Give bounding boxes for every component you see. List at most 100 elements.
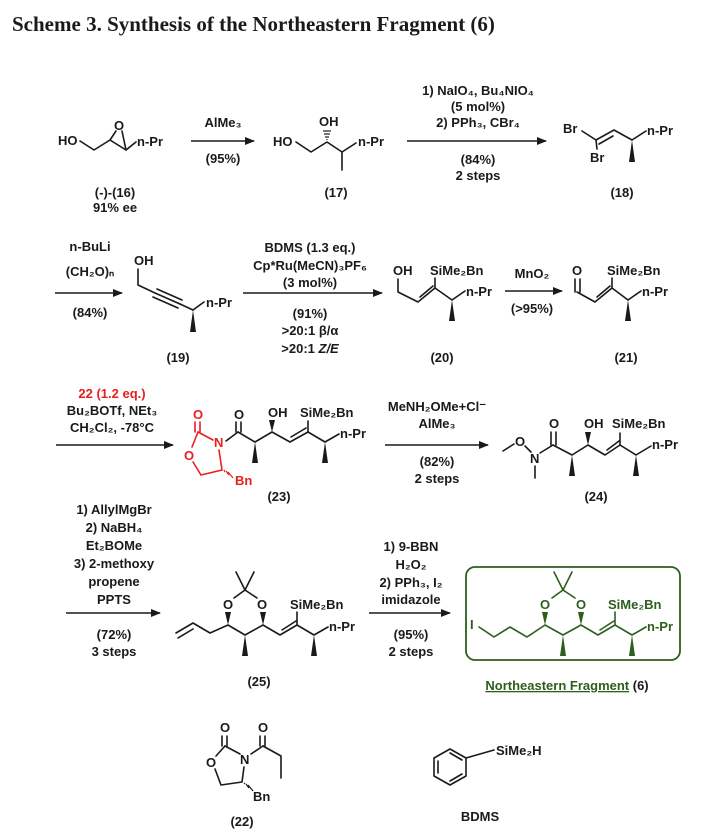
atom-label: SiMe₂Bn xyxy=(300,405,354,420)
atom-label: N xyxy=(530,451,539,466)
yield: (84%) xyxy=(461,152,496,167)
compound-22: O O N O Bn (22) xyxy=(206,720,282,829)
yield: (95%) xyxy=(206,151,241,166)
compound-23: O O N Bn O OH SiMe₂Bn n-Pr (23) xyxy=(184,405,366,504)
step-count: 2 steps xyxy=(456,168,501,183)
target-box xyxy=(465,566,681,661)
reagent-22: 22 (1.2 eq.) xyxy=(78,386,145,401)
compound-19: OH n-Pr (19) xyxy=(134,253,232,365)
reagent: AlMe₃ xyxy=(204,115,241,130)
atom-label: n-Pr xyxy=(358,134,384,149)
reagent: Cp*Ru(MeCN)₃PF₆ xyxy=(253,258,367,273)
atom-label: OH xyxy=(584,416,604,431)
compound-label: (25) xyxy=(247,674,270,689)
atom-label: Br xyxy=(563,121,577,136)
yield: (72%) xyxy=(97,627,132,642)
reagent: 1) 9-BBN xyxy=(384,539,439,554)
reagent: (CH₂O)ₙ xyxy=(66,264,115,279)
atom-label: n-Pr xyxy=(137,134,163,149)
compound-label: (22) xyxy=(230,814,253,829)
compound-16: HO O n-Pr (-)-(16) 91% ee xyxy=(58,118,163,215)
atom-label: O xyxy=(223,597,233,612)
reagent: Bu₂BOTf, NEt₃ xyxy=(67,403,158,418)
step-2: 1) NaIO₄, Bu₄NIO₄ (5 mol%) 2) PPh₃, CBr₄… xyxy=(407,83,547,183)
reagent: (5 mol%) xyxy=(451,99,505,114)
compound-label: (21) xyxy=(614,350,637,365)
atom-label: n-Pr xyxy=(647,619,673,634)
atom-label: SiMe₂Bn xyxy=(612,416,666,431)
atom-label: n-Pr xyxy=(340,426,366,441)
atom-label: SiMe₂H xyxy=(496,743,542,758)
step-6: 22 (1.2 eq.) Bu₂BOTf, NEt₃ CH₂Cl₂, -78°C xyxy=(56,386,174,449)
step-count: 2 steps xyxy=(415,471,460,486)
reagent: (3 mol%) xyxy=(283,275,337,290)
reagent: MnO₂ xyxy=(515,266,550,281)
scheme-title: Scheme 3. Synthesis of the Northeastern … xyxy=(12,12,495,36)
step-7: MeNH₂OMe+Cl⁻ AlMe₃ (82%) 2 steps xyxy=(385,399,489,486)
step-count: 3 steps xyxy=(92,644,137,659)
atom-label: O xyxy=(184,448,194,463)
atom-label: O xyxy=(193,407,203,422)
compound-label: (18) xyxy=(610,185,633,200)
step-1: AlMe₃ (95%) xyxy=(191,115,255,166)
compound-label: BDMS xyxy=(461,809,500,824)
reagent: BDMS (1.3 eq.) xyxy=(264,240,355,255)
compound-18: Br Br n-Pr (18) xyxy=(563,121,673,200)
compound-label: (24) xyxy=(584,489,607,504)
reagent: CH₂Cl₂, -78°C xyxy=(70,420,155,435)
compound-24: O N O OH SiMe₂Bn n-Pr (24) xyxy=(502,416,678,504)
atom-label: SiMe₂Bn xyxy=(608,597,662,612)
atom-label: n-Pr xyxy=(206,295,232,310)
atom-label: O xyxy=(540,597,550,612)
selectivity: >20:1 Z/E xyxy=(281,341,339,356)
atom-label: OH xyxy=(268,405,288,420)
atom-label: n-Pr xyxy=(642,284,668,299)
reagent: imidazole xyxy=(381,592,440,607)
reagent: PPTS xyxy=(97,592,131,607)
compound-17: HO OH n-Pr (17) xyxy=(273,114,384,200)
atom-label: O xyxy=(114,118,124,133)
reagent: propene xyxy=(88,574,139,589)
atom-label: OH xyxy=(393,263,413,278)
yield: (95%) xyxy=(394,627,429,642)
reagent: n-BuLi xyxy=(69,239,110,254)
yield: (82%) xyxy=(420,454,455,469)
reagent: H₂O₂ xyxy=(395,557,426,572)
atom-label: OH xyxy=(319,114,339,129)
atom-label: O xyxy=(576,597,586,612)
reagent: 1) NaIO₄, Bu₄NIO₄ xyxy=(422,83,534,98)
compound-20: OH SiMe₂Bn n-Pr (20) xyxy=(393,263,492,365)
step-4: BDMS (1.3 eq.) Cp*Ru(MeCN)₃PF₆ (3 mol%) … xyxy=(243,240,383,356)
atom-label: OH xyxy=(134,253,154,268)
atom-label: O xyxy=(234,407,244,422)
step-count: 2 steps xyxy=(389,644,434,659)
compound-label: (19) xyxy=(166,350,189,365)
compound-label: (-)-(16) xyxy=(95,185,135,200)
reagent: 2) NaBH₄ xyxy=(86,520,143,535)
reagent: MeNH₂OMe+Cl⁻ xyxy=(388,399,486,414)
step-5: MnO₂ (>95%) xyxy=(505,266,563,316)
reagent: 2) PPh₃, I₂ xyxy=(379,575,442,590)
step-8: 1) AllylMgBr 2) NaBH₄ Et₂BOMe 3) 2-metho… xyxy=(66,502,161,659)
reagent: 2) PPh₃, CBr₄ xyxy=(436,115,520,130)
atom-label: O xyxy=(220,720,230,735)
yield: (91%) xyxy=(293,306,328,321)
atom-label: Bn xyxy=(235,473,252,488)
compound-label: (23) xyxy=(267,489,290,504)
step-9: 1) 9-BBN H₂O₂ 2) PPh₃, I₂ imidazole (95%… xyxy=(369,539,451,659)
atom-label: n-Pr xyxy=(652,437,678,452)
atom-label: I xyxy=(470,617,474,632)
reagent: 3) 2-methoxy xyxy=(74,556,155,571)
compound-6-northeastern-fragment: I O O SiMe₂Bn n-Pr Northeastern Fragment… xyxy=(465,566,681,693)
compound-25: O O SiMe₂Bn n-Pr (25) xyxy=(175,571,355,689)
reagent: AlMe₃ xyxy=(418,416,455,431)
atom-label: SiMe₂Bn xyxy=(607,263,661,278)
selectivity: >20:1 β/α xyxy=(282,323,339,338)
atom-label: HO xyxy=(58,133,78,148)
atom-label: O xyxy=(549,416,559,431)
atom-label: HO xyxy=(273,134,293,149)
compound-bdms: SiMe₂H BDMS xyxy=(433,743,542,824)
ee-note: 91% ee xyxy=(93,200,137,215)
atom-label: SiMe₂Bn xyxy=(430,263,484,278)
